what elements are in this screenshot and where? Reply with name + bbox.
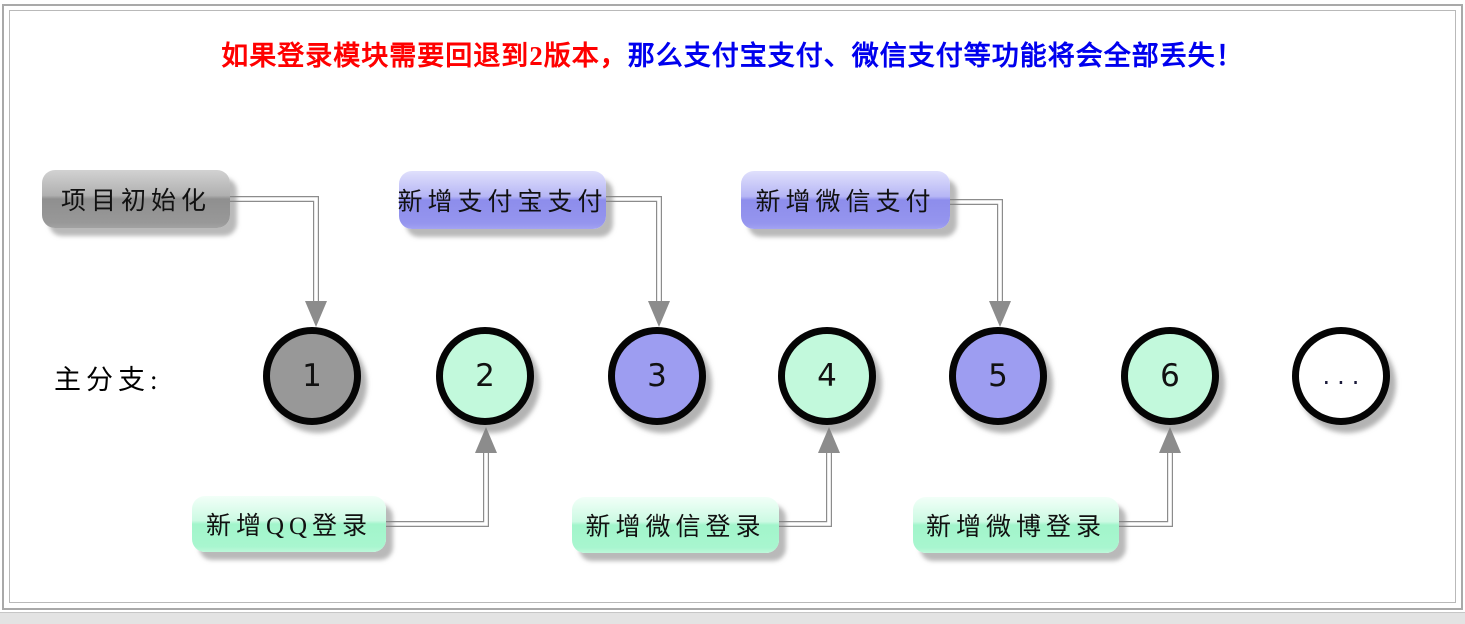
connector-alipay-pay-to-commit-3	[600, 196, 670, 327]
connector-wechat-pay-to-commit-5	[945, 199, 1011, 327]
label-add-weibo-login: 新增微博登录	[913, 497, 1119, 553]
label-add-alipay-pay-text: 新增支付宝支付	[397, 189, 608, 216]
commit-circle-1: 1	[263, 327, 361, 425]
warning-banner: 如果登录模块需要回退到2版本，那么支付宝支付、微信支付等功能将会全部丢失！	[0, 34, 1465, 73]
label-add-wechat-pay: 新增微信支付	[741, 171, 950, 229]
label-add-alipay-pay: 新增支付宝支付	[397, 171, 608, 229]
commit-5-number: 5	[988, 358, 1008, 394]
arrowhead-up-icon	[1159, 427, 1181, 453]
label-add-wechat-login-text: 新增微信登录	[585, 514, 766, 541]
label-add-wechat-pay-text: 新增微信支付	[755, 189, 936, 216]
label-add-qq-login: 新增QQ登录	[192, 496, 386, 552]
label-add-weibo-login-text: 新增微博登录	[925, 514, 1106, 541]
label-add-wechat-login: 新增微信登录	[572, 497, 779, 553]
label-project-init-text: 项目初始化	[60, 188, 211, 215]
connector-wechat-login-to-commit-4	[774, 427, 840, 527]
commit-6-number: 6	[1160, 358, 1180, 394]
main-branch-label: 主分支:	[54, 365, 163, 395]
connector-project-init-to-commit-1	[230, 196, 327, 327]
commit-circle-3: 3	[608, 327, 706, 425]
connector-weibo-login-to-commit-6	[1112, 427, 1181, 527]
commit-3-number: 3	[647, 358, 667, 394]
arrowhead-down-icon	[648, 301, 670, 327]
warning-banner-blue-text: 那么支付宝支付、微信支付等功能将会全部丢失！	[627, 41, 1244, 71]
commit-more-ellipsis: ...	[1322, 362, 1367, 390]
label-project-init: 项目初始化	[42, 170, 230, 228]
window-bottom-strip	[0, 612, 1465, 624]
warning-banner-red-text: 如果登录模块需要回退到2版本，	[221, 41, 628, 71]
arrowhead-down-icon	[305, 301, 327, 327]
commit-circle-6: 6	[1121, 327, 1219, 425]
connector-qq-login-to-commit-2	[382, 427, 497, 527]
commit-2-number: 2	[475, 358, 495, 394]
arrowhead-up-icon	[475, 427, 497, 453]
arrowhead-down-icon	[989, 301, 1011, 327]
commit-circle-4: 4	[778, 327, 876, 425]
commit-circle-2: 2	[436, 327, 534, 425]
label-add-qq-login-text: 新增QQ登录	[205, 513, 373, 540]
commit-circle-more: ...	[1292, 327, 1390, 425]
arrowhead-up-icon	[818, 427, 840, 453]
commit-circle-5: 5	[949, 327, 1047, 425]
commit-4-number: 4	[817, 358, 837, 394]
commit-1-number: 1	[302, 358, 322, 394]
